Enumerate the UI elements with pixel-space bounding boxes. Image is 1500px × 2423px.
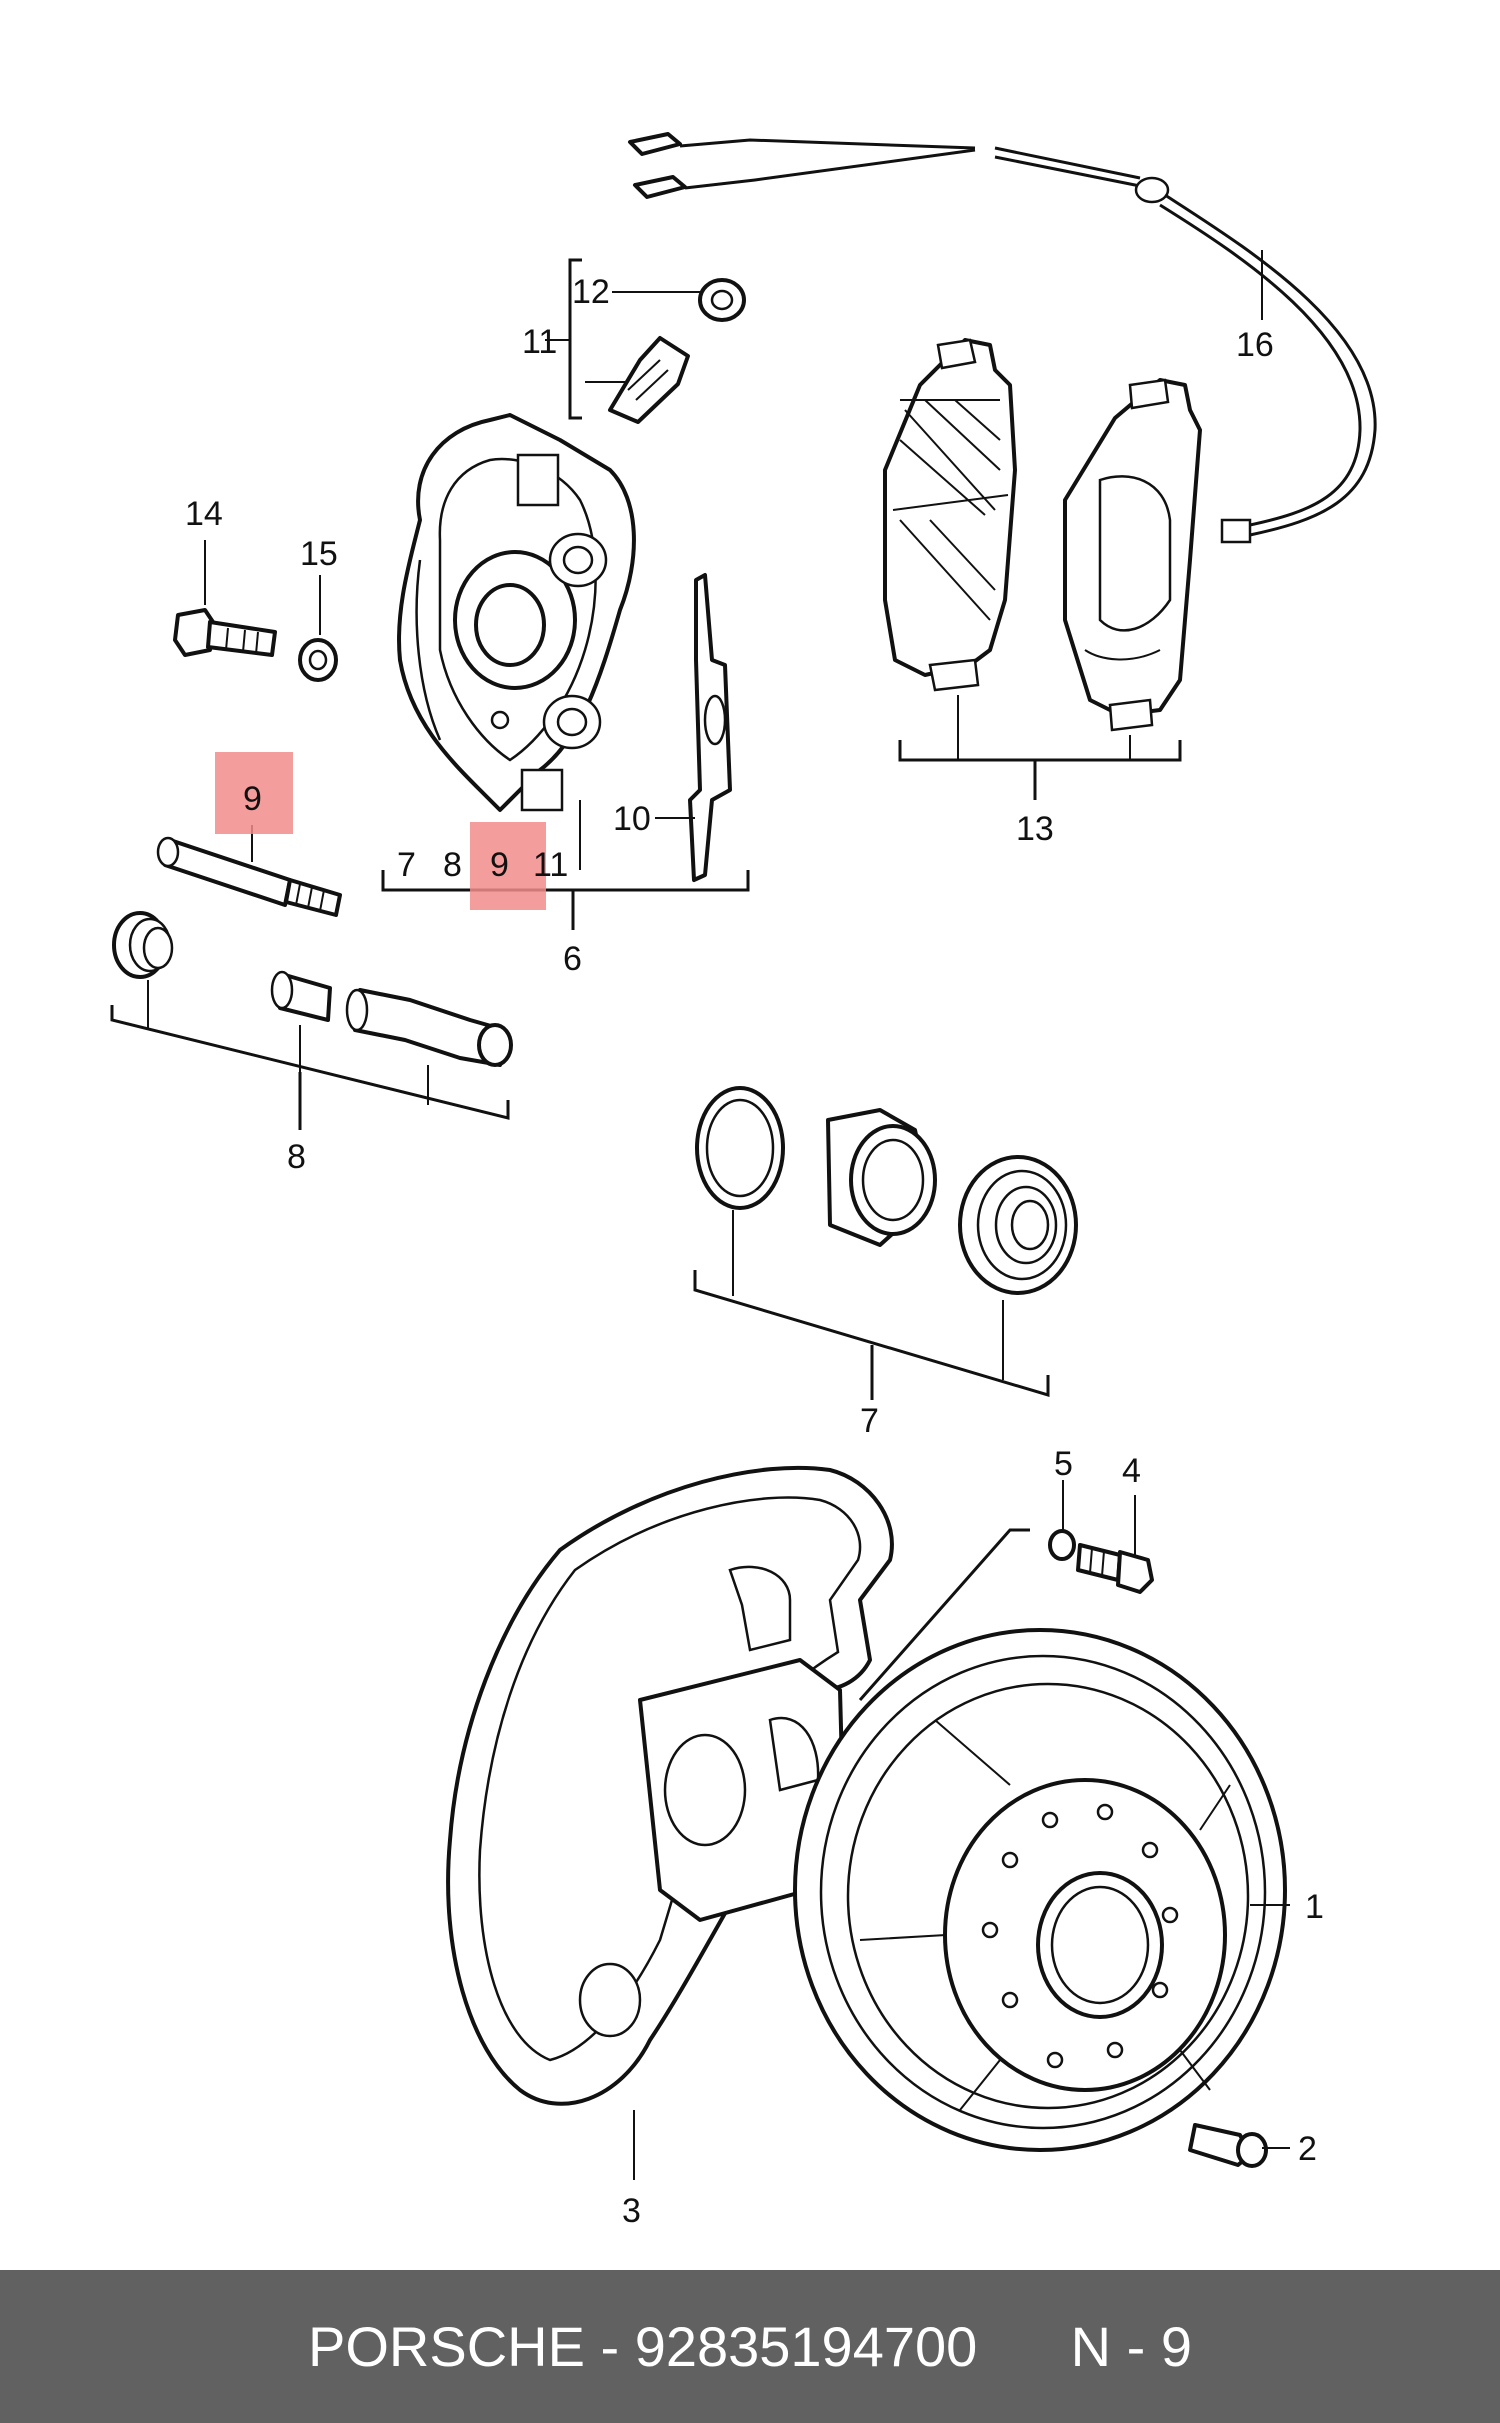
highlight-box-9-main <box>215 752 293 834</box>
callout-14: 14 <box>185 495 223 533</box>
callout-15: 15 <box>300 535 338 573</box>
highlight-box-9-subgroup <box>470 822 546 910</box>
callout-10: 10 <box>613 800 651 838</box>
caliper-kit-bracket <box>381 800 750 930</box>
brake-exploded-diagram: 1 2 3 4 5 6 7 8 9 10 11 12 13 14 15 16 7… <box>110 132 1377 2230</box>
footer-bar: PORSCHE - 92835194700 N - 9 <box>0 2270 1500 2423</box>
footer-part-number: 92835194700 <box>634 2315 978 2378</box>
callout-5: 5 <box>1054 1445 1073 1483</box>
footer-separator: - <box>584 2315 635 2378</box>
footer-caption: PORSCHE - 92835194700 N - 9 <box>308 2314 1192 2379</box>
callout-3: 3 <box>622 2192 641 2230</box>
caliper-housing <box>397 413 636 812</box>
guide-pin <box>156 825 342 917</box>
callout-8: 8 <box>287 1138 306 1176</box>
callout-11: 11 <box>522 323 557 361</box>
wear-sensor-cable <box>628 132 1377 544</box>
callout-7: 7 <box>860 1402 879 1440</box>
guide-sleeve-kit <box>110 911 513 1130</box>
disc-screw <box>1188 2123 1290 2168</box>
brake-pads <box>883 338 1202 800</box>
callout-12: 12 <box>572 273 610 311</box>
bleed-screw-group <box>545 258 746 424</box>
footer-reference: N - 9 <box>1070 2315 1192 2378</box>
splash-shield <box>446 1465 894 2180</box>
callout-9: 9 <box>243 780 262 818</box>
callout-4: 4 <box>1122 1452 1141 1490</box>
callout-2: 2 <box>1298 2130 1317 2168</box>
callout-1: 1 <box>1305 1888 1324 1926</box>
footer-brand: PORSCHE <box>307 2315 585 2378</box>
shield-screw <box>858 1480 1154 1701</box>
piston-kit <box>693 1086 1078 1400</box>
brake-disc <box>793 1628 1290 2152</box>
subgroup-label-11: 11 <box>533 846 568 884</box>
subgroup-label-9: 9 <box>490 846 509 884</box>
subgroup-label-8: 8 <box>443 846 462 884</box>
subgroup-label-7: 7 <box>397 846 416 884</box>
callout-6: 6 <box>563 940 582 978</box>
caliper-bolt <box>173 540 338 682</box>
spreader-spring <box>655 573 732 882</box>
callout-13: 13 <box>1016 810 1054 848</box>
callout-16: 16 <box>1236 326 1274 364</box>
